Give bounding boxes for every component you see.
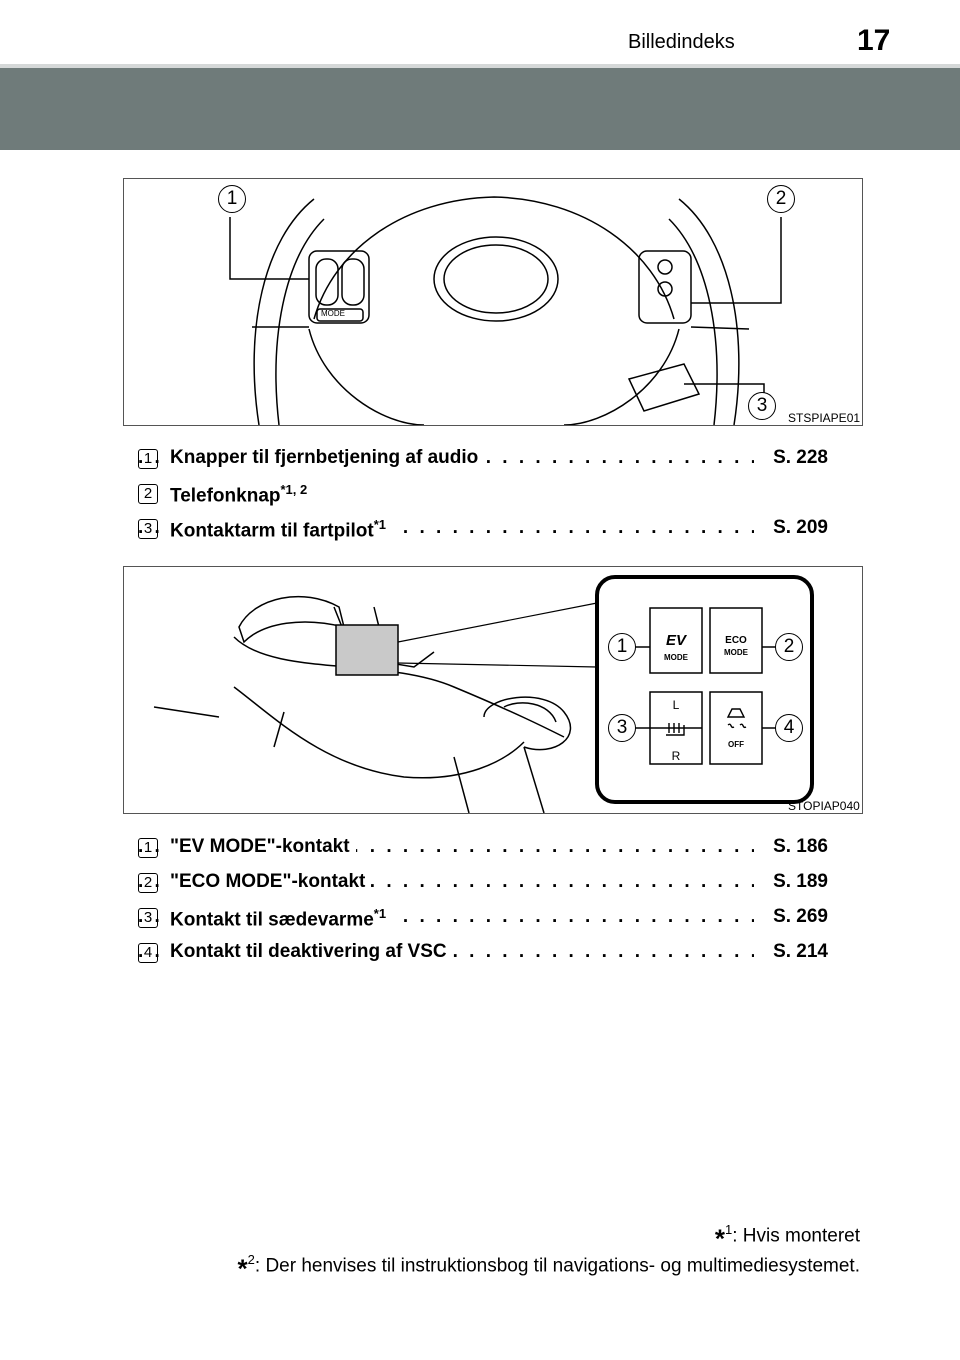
callout-3: 3 bbox=[608, 714, 636, 742]
list-item: 2 . . . . . . . . . . . . . . . . . . . … bbox=[138, 871, 828, 901]
list-item: 1 . . . . . . . . . . . . . . . . . . . … bbox=[138, 447, 828, 477]
figure-code: STOPIAP040 bbox=[788, 799, 860, 813]
footnote-2: *2: Der henvises til instruktionsbog til… bbox=[237, 1252, 860, 1284]
item-number: 4 bbox=[138, 943, 158, 963]
seat-heater-left-label: L bbox=[673, 698, 680, 712]
callout-2: 2 bbox=[775, 633, 803, 661]
page-number: 17 bbox=[857, 24, 891, 57]
list-item: 3 . . . . . . . . . . . . . . . . . . . … bbox=[138, 906, 828, 936]
item-number: 3 bbox=[138, 519, 158, 539]
item-footnote-ref: *1 bbox=[373, 906, 387, 921]
item-label: Telefonknap*1, 2 bbox=[170, 482, 314, 508]
item-label: Kontakt til deaktivering af VSC bbox=[170, 941, 453, 963]
steering-wheel-illustration: MODE bbox=[229, 196, 782, 425]
callout-1: 1 bbox=[218, 185, 246, 213]
steering-wheel-figure: MODE 1 2 3 STSPIAPE01 bbox=[123, 178, 863, 426]
ev-mode-button-label: EV bbox=[666, 632, 688, 649]
eco-mode-button-label: ECO bbox=[725, 635, 747, 646]
list-item: 1 . . . . . . . . . . . . . . . . . . . … bbox=[138, 836, 828, 866]
seat-heater-right-label: R bbox=[672, 749, 681, 763]
item-label: Kontakt til sædevarme*1 bbox=[170, 906, 393, 932]
ev-mode-button-sublabel: MODE bbox=[664, 653, 689, 662]
item-label: Knapper til fjernbetjening af audio bbox=[170, 447, 485, 469]
console-figure: EV MODE ECO MODE L R OFF 1 2 3 4 STOPIAP… bbox=[123, 566, 863, 814]
item-page-ref: S. 228 bbox=[773, 447, 828, 468]
header-band bbox=[0, 68, 960, 150]
vsc-icon bbox=[726, 708, 747, 729]
callout-3: 3 bbox=[748, 392, 776, 420]
page-header bbox=[0, 0, 960, 64]
list-item: 3 . . . . . . . . . . . . . . . . . . . … bbox=[138, 517, 828, 547]
callout-2: 2 bbox=[767, 185, 795, 213]
item-number: 2 bbox=[138, 873, 158, 893]
item-number: 3 bbox=[138, 908, 158, 928]
item-page-ref: S. 209 bbox=[773, 517, 828, 538]
section-title: Billedindeks bbox=[628, 31, 735, 53]
callout-1: 1 bbox=[608, 633, 636, 661]
item-label: Kontaktarm til fartpilot*1 bbox=[170, 517, 393, 543]
item-number: 2 bbox=[138, 484, 158, 504]
item-number: 1 bbox=[138, 838, 158, 858]
item-page-ref: S. 189 bbox=[773, 871, 828, 892]
seat-heater-icon bbox=[666, 723, 685, 736]
list-item: 2 Telefonknap*1, 2 bbox=[138, 482, 828, 512]
item-footnote-ref: *1, 2 bbox=[280, 482, 308, 497]
item-page-ref: S. 214 bbox=[773, 941, 828, 962]
console-illustration: EV MODE ECO MODE L R OFF bbox=[153, 575, 814, 813]
item-label: "EV MODE"-kontakt bbox=[170, 836, 356, 858]
header-divider bbox=[0, 64, 960, 68]
item-label: "ECO MODE"-kontakt bbox=[170, 871, 372, 893]
figure-code: STSPIAPE01 bbox=[788, 411, 861, 425]
vsc-off-button-label: OFF bbox=[728, 740, 744, 749]
callout-4: 4 bbox=[775, 714, 803, 742]
eco-mode-button-sublabel: MODE bbox=[724, 648, 749, 657]
item-page-ref: S. 269 bbox=[773, 906, 828, 927]
item-number: 1 bbox=[138, 449, 158, 469]
item-page-ref: S. 186 bbox=[773, 836, 828, 857]
footnote-1: *1: Hvis monteret bbox=[714, 1222, 860, 1254]
list-item: 4 . . . . . . . . . . . . . . . . . . . … bbox=[138, 941, 828, 971]
mode-switch-label: MODE bbox=[321, 309, 345, 318]
item-footnote-ref: *1 bbox=[373, 517, 387, 532]
